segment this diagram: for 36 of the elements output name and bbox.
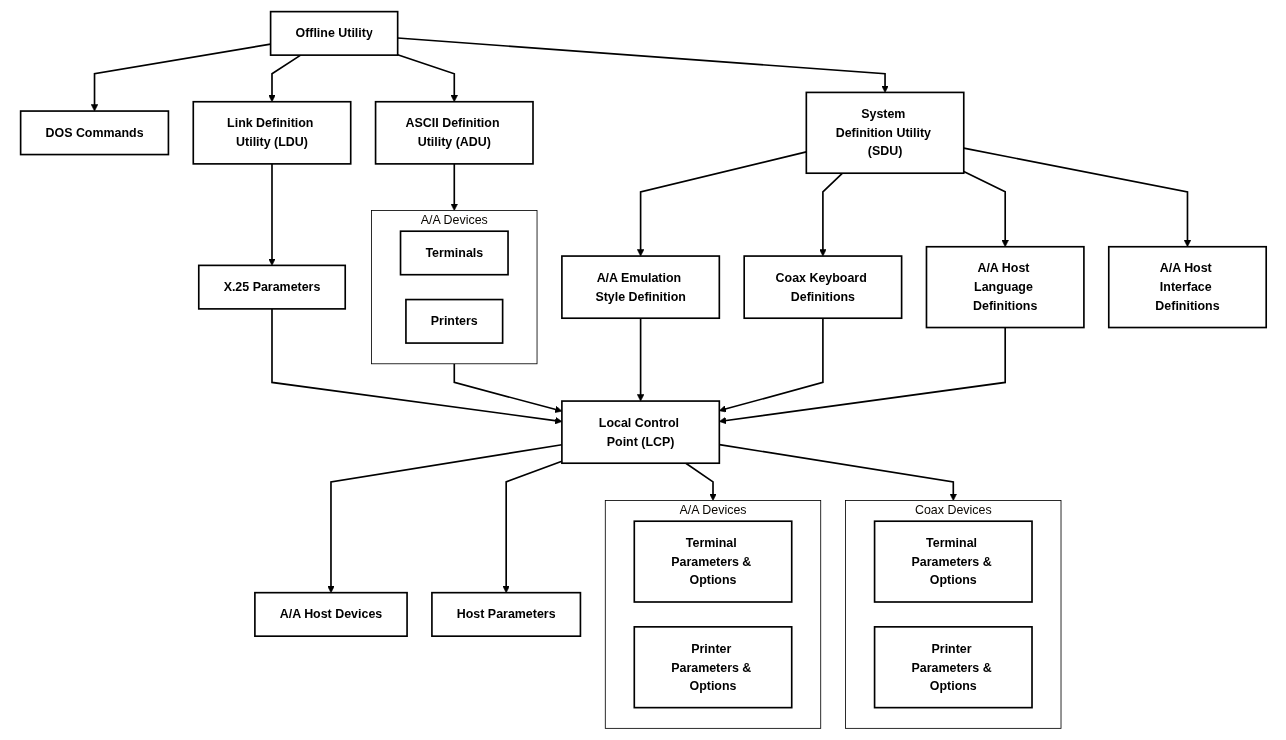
arrow [718, 326, 1006, 425]
arrow [818, 172, 843, 257]
arrow [267, 163, 276, 266]
arrow [326, 443, 563, 593]
node-box: Printer Parameters & Options [873, 626, 1033, 709]
arrow [684, 462, 717, 501]
node-box: ASCII Definition Utility (ADU) [374, 100, 534, 165]
arrow [502, 460, 563, 593]
node-box: Local Control Point (LCP) [560, 400, 720, 465]
arrow [90, 43, 271, 112]
arrow [267, 54, 302, 103]
node-box: Offline Utility [269, 10, 399, 56]
arrow [718, 443, 957, 501]
node-box: A/A Host Language Definitions [925, 245, 1085, 329]
arrow [962, 147, 1191, 248]
node-box: Printer Parameters & Options [633, 626, 793, 709]
arrow [453, 362, 562, 413]
node-box: Terminal Parameters & Options [873, 520, 1033, 603]
arrow [450, 163, 458, 211]
node-box: Coax Keyboard Definitions [742, 255, 903, 320]
arrow [270, 308, 562, 425]
node-box: Link Definition Utility (LDU) [192, 100, 352, 165]
node-box: Printers [404, 298, 504, 344]
node-box: A/A Host Devices [253, 591, 408, 637]
node-box: Host Parameters [430, 591, 581, 637]
node-box: DOS Commands [19, 110, 169, 156]
arrow [636, 317, 644, 402]
node-box: A/A Host Interface Definitions [1107, 245, 1267, 329]
node-box: A/A Emulation Style Definition [560, 255, 720, 320]
node-box: X.25 Parameters [197, 264, 346, 310]
node-box: System Definition Utility (SDU) [805, 91, 965, 175]
node-box: Terminal Parameters & Options [633, 520, 793, 603]
arrow [396, 53, 458, 103]
arrow [962, 170, 1009, 248]
arrow [718, 317, 824, 413]
node-box: Terminals [399, 230, 509, 276]
